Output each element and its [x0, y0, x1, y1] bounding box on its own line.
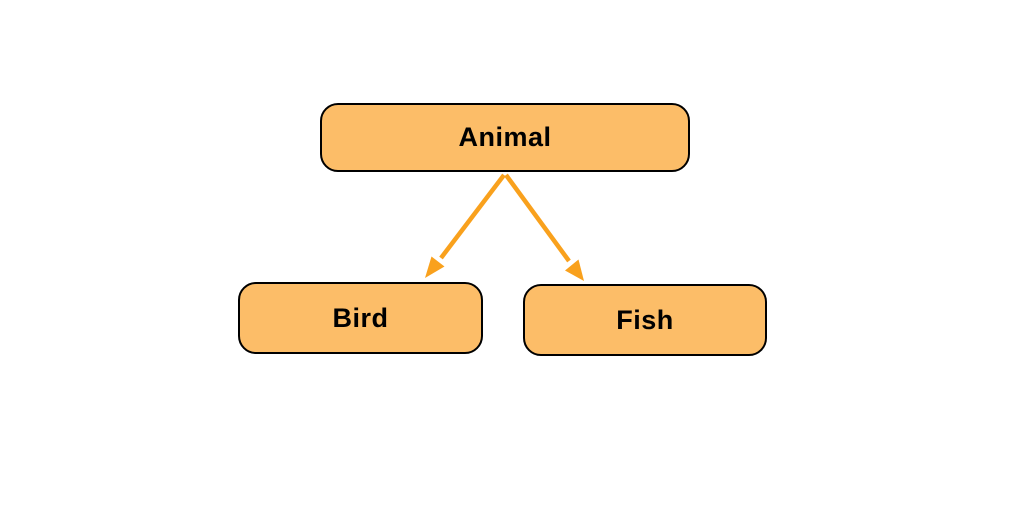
edge-animal-fish-arrowhead-icon: [565, 259, 584, 281]
node-animal-label: Animal: [458, 122, 552, 152]
node-bird: Bird: [238, 282, 483, 354]
node-animal: Animal: [320, 103, 690, 172]
edge-animal-bird-arrowhead-icon: [425, 256, 445, 278]
edge-animal-fish-line: [504, 173, 571, 263]
node-bird-label: Bird: [332, 302, 389, 333]
node-fish-label: Fish: [616, 304, 674, 335]
node-fish: Fish: [523, 284, 767, 356]
edge-animal-bird-line: [439, 173, 506, 260]
